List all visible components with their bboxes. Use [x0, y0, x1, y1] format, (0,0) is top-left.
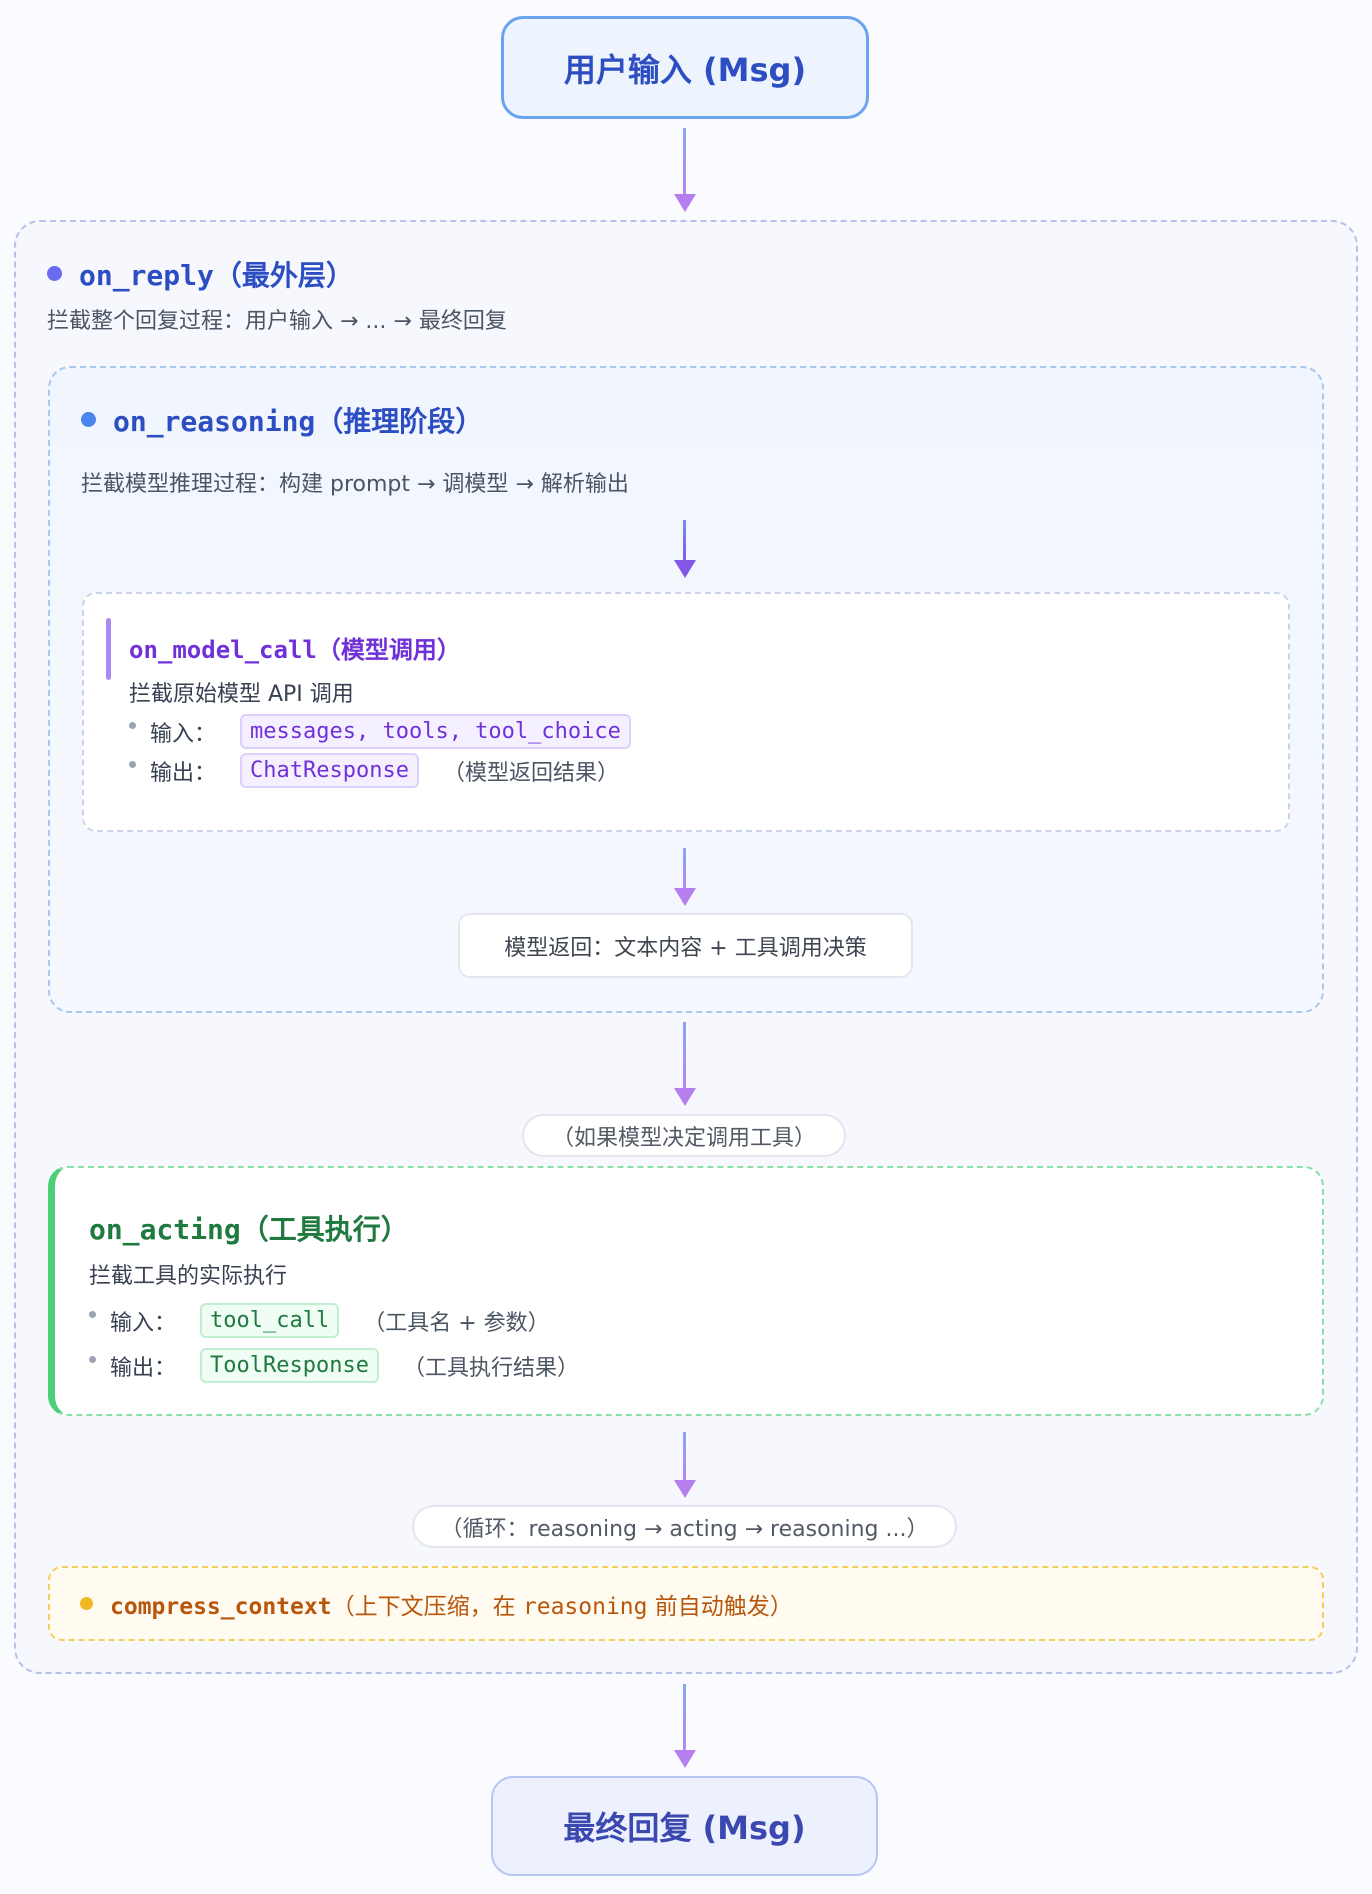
on-model-call-heading: on_model_call（模型调用）: [129, 630, 461, 665]
compress-dot: [80, 1597, 93, 1610]
acting-input-code: tool_call: [200, 1303, 340, 1338]
on-model-call-desc: 拦截原始模型 API 调用: [129, 682, 354, 707]
on-reply-heading: on_reply（最外层）: [79, 254, 354, 294]
model-call-input-code: messages, tools, tool_choice: [240, 714, 631, 749]
on-reply-suffix: （最外层）: [213, 259, 354, 292]
compress-context-bar: [48, 1566, 1324, 1641]
acting-output-label: 输出：: [110, 1355, 177, 1381]
model-call-output-row: 输出： ChatResponse （模型返回结果）: [129, 753, 619, 788]
user-input-node: 用户输入 (Msg): [501, 16, 869, 119]
compress-code: reasoning: [522, 1594, 648, 1620]
on-model-call-card: [82, 592, 1290, 832]
bullet-dot: [89, 1356, 96, 1363]
reasoning-result-box: 模型返回：文本内容 + 工具调用决策: [458, 913, 913, 978]
arrow-reply-to-output: [670, 1684, 700, 1768]
acting-output-note: （工具执行结果）: [402, 1355, 579, 1381]
model-call-input-row: 输入： messages, tools, tool_choice: [129, 714, 655, 749]
compress-name: compress_context: [110, 1594, 332, 1620]
model-call-accent-bar: [106, 618, 111, 680]
arrow-acting-to-loop: [670, 1432, 700, 1498]
on-acting-heading: on_acting（工具执行）: [89, 1208, 409, 1248]
bullet-dot: [129, 761, 136, 768]
on-reply-name: on_reply: [79, 259, 214, 292]
arrow-reasoning-to-condition: [670, 1022, 700, 1106]
on-acting-name: on_acting: [89, 1213, 241, 1246]
bullet-dot: [129, 722, 136, 729]
acting-input-label: 输入：: [110, 1310, 177, 1336]
on-reasoning-desc: 拦截模型推理过程：构建 prompt → 调模型 → 解析输出: [81, 472, 629, 497]
loop-note: （循环：reasoning → acting → reasoning ...）: [412, 1505, 957, 1548]
model-call-output-note: （模型返回结果）: [442, 760, 619, 786]
arrow-reasoning-to-model-call: [670, 520, 700, 578]
final-reply-node: 最终回复 (Msg): [491, 1776, 878, 1876]
acting-input-row: 输入： tool_call （工具名 + 参数）: [89, 1303, 550, 1338]
compress-text-a: （上下文压缩，在: [331, 1594, 523, 1620]
acting-output-row: 输出： ToolResponse （工具执行结果）: [89, 1348, 579, 1383]
on-model-call-name: on_model_call: [129, 636, 317, 664]
compress-text-b: 前自动触发）: [647, 1594, 793, 1620]
on-reasoning-suffix: （推理阶段）: [315, 405, 484, 438]
arrow-model-call-to-result: [670, 848, 700, 906]
model-call-output-label: 输出：: [150, 760, 217, 786]
compress-text: compress_context（上下文压缩，在 reasoning 前自动触发…: [110, 1587, 793, 1621]
arrow-input-to-reply: [670, 128, 700, 212]
tool-condition-note: （如果模型决定调用工具）: [522, 1114, 846, 1157]
on-reasoning-heading: on_reasoning（推理阶段）: [113, 400, 483, 440]
on-model-call-suffix: （模型调用）: [316, 636, 461, 664]
model-call-input-label: 输入：: [150, 721, 217, 747]
on-reasoning-dot: [81, 412, 96, 427]
model-call-output-code: ChatResponse: [240, 753, 419, 788]
bullet-dot: [89, 1311, 96, 1318]
acting-input-note: （工具名 + 参数）: [363, 1310, 550, 1336]
on-reply-dot: [47, 266, 62, 281]
on-acting-desc: 拦截工具的实际执行: [89, 1264, 288, 1289]
acting-output-code: ToolResponse: [200, 1348, 379, 1383]
on-reply-desc: 拦截整个回复过程：用户输入 → ... → 最终回复: [47, 309, 507, 334]
on-acting-suffix: （工具执行）: [240, 1213, 409, 1246]
on-reasoning-name: on_reasoning: [113, 405, 316, 438]
